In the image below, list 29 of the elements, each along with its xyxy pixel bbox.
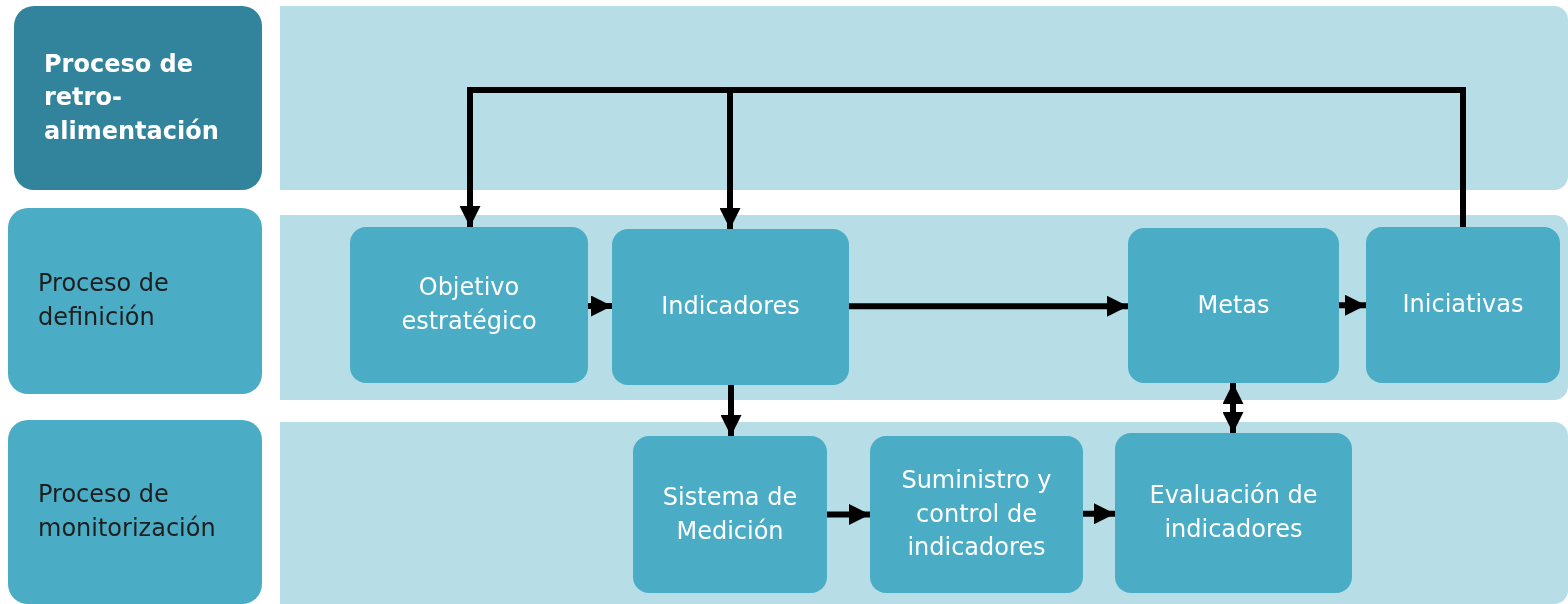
arrow: [720, 385, 742, 436]
lane-header: [8, 420, 262, 604]
lane-header: [8, 208, 262, 394]
process-box: [612, 229, 849, 385]
lane-header: [14, 6, 262, 190]
process-label: Suministro y control de indicadores: [900, 465, 1053, 564]
process-label: Proceso de monitorización: [38, 479, 217, 544]
process-label: Evaluación de indicadores: [1148, 480, 1319, 545]
arrow: [849, 295, 1128, 317]
lane-band: [280, 215, 1568, 400]
process-label: Indicadores: [661, 291, 800, 323]
process-label: Sistema de Medición: [661, 481, 799, 547]
process-label: Proceso de definición: [38, 268, 170, 333]
arrow: [1222, 383, 1244, 433]
process-box: [870, 436, 1083, 593]
process-box: [1115, 433, 1352, 593]
arrow: [1339, 294, 1366, 316]
process-box: [350, 227, 588, 383]
process-box: [1128, 228, 1339, 383]
process-label: Metas: [1197, 289, 1270, 321]
arrow: [827, 504, 870, 525]
process-box: [1366, 227, 1560, 383]
process-label: Proceso de retro-alimentación: [44, 48, 220, 147]
arrow: [1083, 503, 1115, 525]
lane-band: [280, 422, 1568, 604]
process-label: Objetivo estratégico: [400, 272, 538, 337]
process-box: [633, 436, 827, 593]
arrow: [588, 295, 612, 317]
process-label: Iniciativas: [1402, 289, 1524, 321]
